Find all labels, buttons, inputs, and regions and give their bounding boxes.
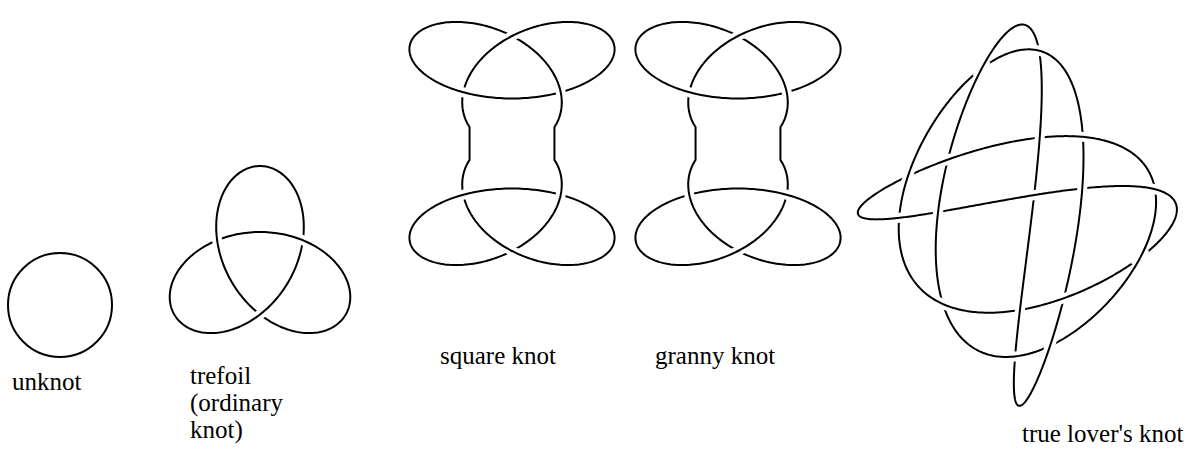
knot-strand <box>170 166 351 333</box>
unknot-loop <box>8 253 112 357</box>
crossing-gap <box>1039 127 1041 148</box>
crossing-gap <box>1019 301 1021 321</box>
crossing-gap <box>937 201 940 223</box>
over-strand <box>905 167 911 185</box>
granny-knot-figure <box>635 22 840 265</box>
crossing-gap <box>1073 136 1092 138</box>
over-strand <box>253 308 268 319</box>
crossing-gap <box>1025 194 1044 197</box>
over-strand <box>1039 127 1041 148</box>
knot-label: trefoil (ordinary knot) <box>190 362 302 443</box>
crossing-gap <box>1047 337 1053 355</box>
square-knot-figure <box>409 22 614 265</box>
crossing-gap <box>889 217 908 219</box>
over-strand <box>730 246 747 255</box>
over-strand <box>679 89 698 94</box>
over-strand <box>1025 194 1044 197</box>
crossing-gap <box>558 184 562 204</box>
crossing-gap <box>453 193 472 198</box>
knot-label: true lover's knot <box>1022 420 1188 447</box>
crossing-gap <box>905 167 911 185</box>
true-lovers-knot-figure <box>858 25 1177 406</box>
crossing-gap <box>294 237 311 244</box>
over-strand <box>504 32 521 41</box>
over-strand <box>1019 301 1021 321</box>
over-strand <box>558 83 562 103</box>
crossing-gap <box>730 246 747 255</box>
crossing-gap <box>1145 187 1164 192</box>
over-strand <box>1081 178 1083 199</box>
crossing-gap <box>558 83 562 103</box>
over-strand <box>558 184 562 204</box>
crossing-gap <box>934 300 952 308</box>
over-strand <box>1005 355 1024 357</box>
over-strand <box>977 60 986 77</box>
crossing-gap <box>1005 355 1024 357</box>
over-strand <box>1030 49 1048 54</box>
over-strand <box>778 193 797 198</box>
crossing-gap <box>778 193 797 198</box>
knot-strand <box>409 22 614 265</box>
over-strand <box>294 237 311 244</box>
over-strand <box>784 83 788 103</box>
crossing-gap <box>679 89 698 94</box>
over-strand <box>1145 187 1164 192</box>
over-strand <box>934 300 952 308</box>
crossing-gap <box>1054 295 1073 302</box>
over-strand <box>453 89 472 94</box>
crossing-gap <box>939 156 958 163</box>
knot-label: granny knot <box>655 342 855 369</box>
crossing-gap <box>977 60 986 77</box>
crossing-gap <box>1081 178 1083 199</box>
knot-label: unknot <box>12 368 152 395</box>
over-strand <box>453 193 472 198</box>
crossing-gap <box>216 231 219 250</box>
over-strand <box>504 246 521 255</box>
knot-strand <box>635 22 840 265</box>
crossing-gap <box>730 32 747 41</box>
over-strand <box>1054 295 1073 302</box>
crossing-gap <box>253 308 268 319</box>
over-strand <box>939 156 958 163</box>
crossing-gap <box>1030 49 1048 54</box>
knot-strand <box>858 25 1177 406</box>
crossing-gap <box>784 83 788 103</box>
crossing-gap <box>1135 249 1144 266</box>
over-strand <box>1073 136 1092 138</box>
knot-label: square knot <box>440 342 640 369</box>
over-strand <box>216 231 219 250</box>
crossing-gap <box>504 246 521 255</box>
over-strand <box>1047 337 1053 355</box>
unknot-figure <box>8 253 112 357</box>
over-strand <box>1135 249 1144 266</box>
over-strand <box>937 201 940 223</box>
crossing-gap <box>688 184 692 204</box>
crossing-gap <box>504 32 521 41</box>
crossing-gap <box>453 89 472 94</box>
over-strand <box>889 217 908 219</box>
trefoil-figure <box>170 166 351 333</box>
over-strand <box>730 32 747 41</box>
over-strand <box>688 184 692 204</box>
